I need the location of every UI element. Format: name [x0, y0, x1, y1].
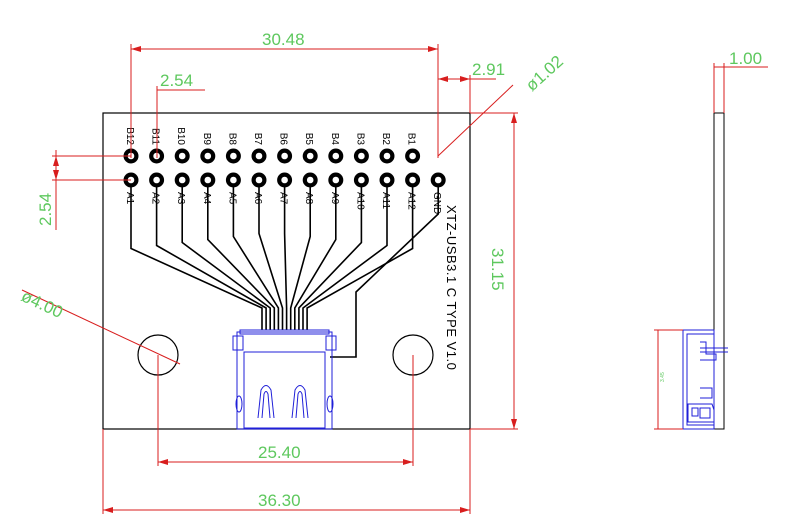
pin-label: B7	[252, 133, 263, 146]
trace	[298, 187, 363, 330]
dim-board-height-text: 31.15	[488, 248, 507, 291]
dim-pin-span: 30.48	[130, 30, 439, 158]
pin-label: A7	[278, 192, 289, 205]
pin-pad-bottom-hole	[204, 176, 212, 184]
pin-label: A5	[226, 192, 237, 205]
pin-pad-bottom-hole	[178, 176, 186, 184]
pin-label: B6	[278, 133, 289, 146]
pin-pad-bottom-hole	[383, 176, 391, 184]
dim-pitch-v-text: 2.54	[36, 193, 55, 226]
pin-pad-top-hole	[383, 152, 391, 160]
dim-mount-hole-text: ø4.00	[18, 286, 65, 322]
trace	[294, 187, 337, 330]
pin-label: A1	[124, 192, 135, 205]
pin-row-b	[123, 148, 421, 164]
trace	[130, 187, 263, 330]
pin-pad-top-hole	[409, 152, 416, 160]
pin-label: A11	[380, 192, 391, 209]
dim-edge-offset: 2.91	[438, 60, 505, 113]
trace	[302, 187, 388, 330]
pin-label: B10	[175, 127, 186, 145]
pin-pad-top-hole	[358, 152, 365, 160]
pin-pad-bottom-hole	[230, 176, 237, 184]
pin-label: B12	[124, 127, 135, 145]
trace	[306, 187, 414, 330]
pin-pad-top-hole	[306, 152, 314, 160]
pin-pad-bottom-hole	[153, 176, 160, 184]
pin-pad-top-hole	[178, 152, 186, 160]
pin-label: B11	[150, 128, 161, 145]
dim-board-height: 31.15	[470, 112, 518, 430]
pin-pad-bottom-hole	[332, 176, 340, 184]
pin-label: A4	[201, 192, 212, 205]
pin-pad-top-hole	[332, 152, 340, 160]
pin-pad-bottom-hole	[358, 176, 365, 184]
pin-label: B5	[303, 133, 314, 146]
pin-label: B8	[226, 133, 237, 146]
pin-label: B2	[380, 133, 391, 146]
pin-label: A6	[252, 192, 263, 205]
dim-pitch-h-text: 2.54	[160, 71, 193, 90]
dim-edge-offset-text: 2.91	[472, 60, 505, 79]
dim-board-width-text: 36.30	[258, 491, 301, 510]
pin-pad-bottom-hole	[306, 176, 314, 184]
pin-pad-top-hole	[281, 152, 288, 160]
pin-label: A3	[175, 192, 186, 205]
pin-label: A8	[303, 192, 314, 205]
pin-label: B1	[406, 133, 417, 146]
pin-pad-bottom-hole	[434, 176, 442, 184]
pin-label: B9	[201, 133, 212, 146]
pin-label: GND	[431, 192, 442, 214]
dim-pitch-v: 2.54	[36, 150, 131, 230]
pin-label: B4	[329, 133, 340, 146]
pin-label: A10	[354, 192, 365, 210]
dim-mount-spacing: 25.40	[157, 355, 414, 466]
usb-c-connector	[232, 329, 337, 430]
dim-thickness-text: 1.00	[729, 49, 762, 68]
trace	[232, 187, 280, 330]
pin-pad-bottom-hole	[255, 176, 263, 184]
pin-pad-top-hole	[255, 152, 263, 160]
pcb-traces	[130, 187, 439, 358]
pin-pad-bottom-hole	[281, 176, 288, 184]
trace	[289, 187, 311, 330]
pin-label: A12	[406, 192, 417, 210]
trace	[181, 187, 271, 330]
trace	[258, 187, 284, 330]
dim-side-small-text: 3.45	[660, 372, 666, 382]
pin-label: A9	[329, 192, 340, 205]
side-view: 1.00 3.45	[654, 49, 768, 430]
dim-pitch-h: 2.54	[156, 71, 205, 158]
pin-label: A2	[150, 192, 161, 205]
pin-pad-top-hole	[204, 152, 212, 160]
trace-gnd	[330, 187, 439, 358]
board-label: XTZ-USB3.1 C TYPE V1.0	[444, 205, 459, 370]
trace	[283, 187, 288, 330]
pin-labels-a: A1 A2 A3 A4 A5 A6 A7 A8 A9 A10 A11 A12 GND	[124, 192, 442, 214]
pin-label: B3	[354, 133, 365, 146]
dim-board-width: 36.30	[102, 429, 471, 514]
pin-pad-bottom-hole	[409, 176, 416, 184]
dim-mount-spacing-text: 25.40	[258, 443, 301, 462]
pin-row-a	[123, 172, 446, 188]
pin-pad-top-hole	[230, 152, 237, 160]
pin-labels-b: B12 B11 B10 B9 B8 B7 B6 B5 B4 B3 B2 B1	[124, 127, 417, 145]
dim-pin-span-text: 30.48	[262, 30, 305, 49]
trace	[207, 187, 276, 330]
trace	[155, 187, 267, 330]
dim-mount-hole: ø4.00	[18, 286, 181, 365]
dim-hole-diameter-text: ø1.02	[522, 52, 567, 95]
